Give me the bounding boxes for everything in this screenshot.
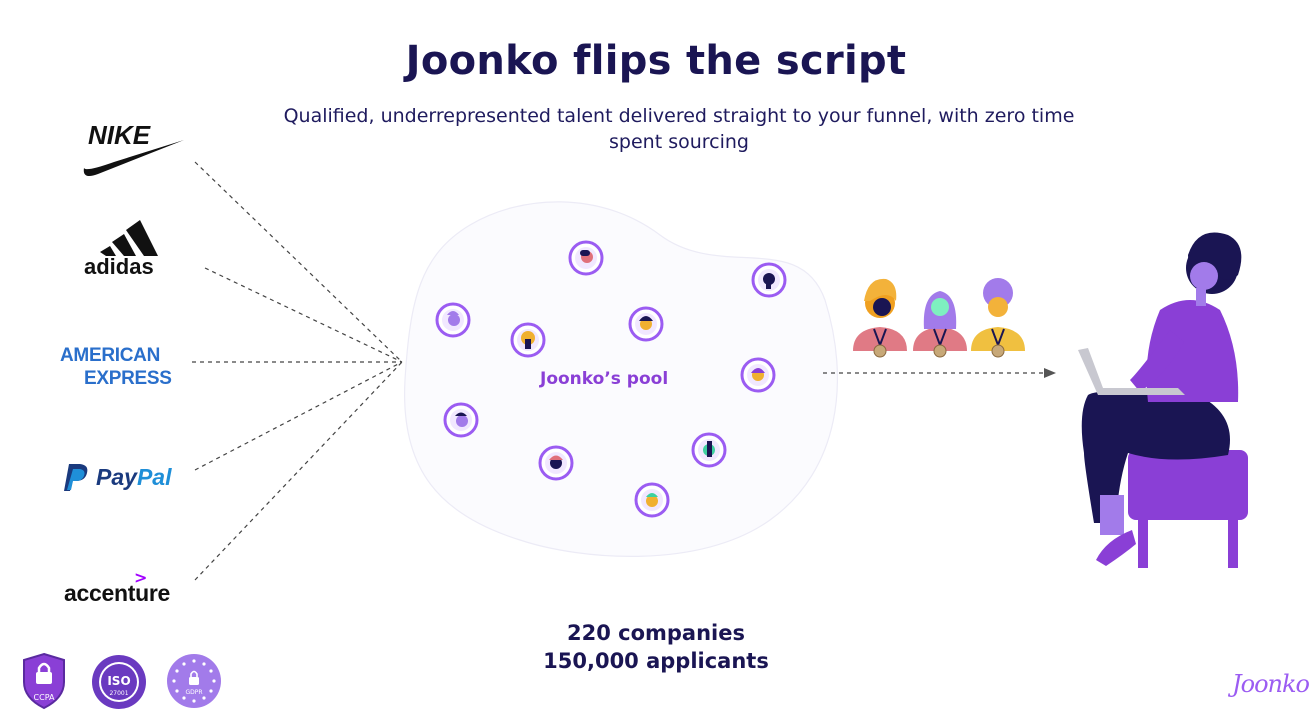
applicants-stat: 150,000 applicants — [543, 649, 769, 673]
recruiter-illustration — [1078, 232, 1248, 568]
nike-wordmark: NIKE — [88, 120, 151, 150]
ccpa-badge-icon: CCPA — [23, 652, 65, 710]
paypal-logo: PayPal — [64, 460, 186, 494]
avatar — [568, 240, 604, 276]
page-title: Joonko flips the script — [405, 38, 907, 84]
candidate-figure — [853, 278, 907, 358]
avatar — [443, 402, 479, 438]
accenture-logo: > accenture — [62, 568, 186, 606]
american-express-logo: AMERICAN EXPRESS — [60, 344, 180, 390]
avatar — [510, 322, 546, 358]
connector-lines — [192, 161, 1045, 581]
avatar — [634, 482, 670, 518]
nike-logo: NIKE — [80, 118, 185, 178]
adidas-logo: adidas — [82, 214, 172, 279]
amex-line-2: EXPRESS — [84, 368, 172, 389]
iso-badge-code: 27001 — [109, 690, 128, 697]
candidate-figure — [971, 278, 1025, 358]
accenture-mark-icon: > — [134, 568, 148, 587]
paypal-wordmark: PayPal — [96, 464, 171, 491]
pool-avatars — [435, 240, 787, 518]
gdpr-badge-icon: GDPR — [167, 654, 221, 708]
stats-block: 220 companies 150,000 applicants — [506, 619, 806, 675]
avatar — [740, 357, 776, 393]
avatar — [691, 432, 727, 468]
paypal-mark-icon — [64, 464, 88, 491]
adidas-wordmark: adidas — [84, 254, 154, 276]
paypal-pal: Pal — [136, 463, 172, 490]
avatar — [435, 302, 471, 338]
avatar — [628, 306, 664, 342]
candidate-figure — [913, 291, 967, 358]
page-subtitle: Qualified, underrepresented talent deliv… — [283, 105, 1075, 153]
arrow-head-icon — [1044, 368, 1056, 378]
iso-badge-icon: ISO 27001 — [92, 655, 146, 709]
avatar — [751, 262, 787, 298]
joonko-logo: Joonko — [1232, 670, 1310, 698]
companies-stat: 220 companies — [567, 621, 745, 645]
iso-badge-text: ISO — [107, 674, 130, 688]
gdpr-badge-text: GDPR — [185, 689, 202, 696]
pool-blob — [403, 201, 838, 557]
accenture-wordmark: accenture — [64, 580, 170, 606]
candidate-figures — [853, 278, 1025, 358]
avatar — [538, 445, 574, 481]
pool-label: Joonko’s pool — [540, 369, 669, 389]
paypal-pay: Pay — [96, 463, 137, 490]
amex-line-1: AMERICAN — [60, 345, 160, 366]
ccpa-badge-text: CCPA — [34, 693, 55, 702]
